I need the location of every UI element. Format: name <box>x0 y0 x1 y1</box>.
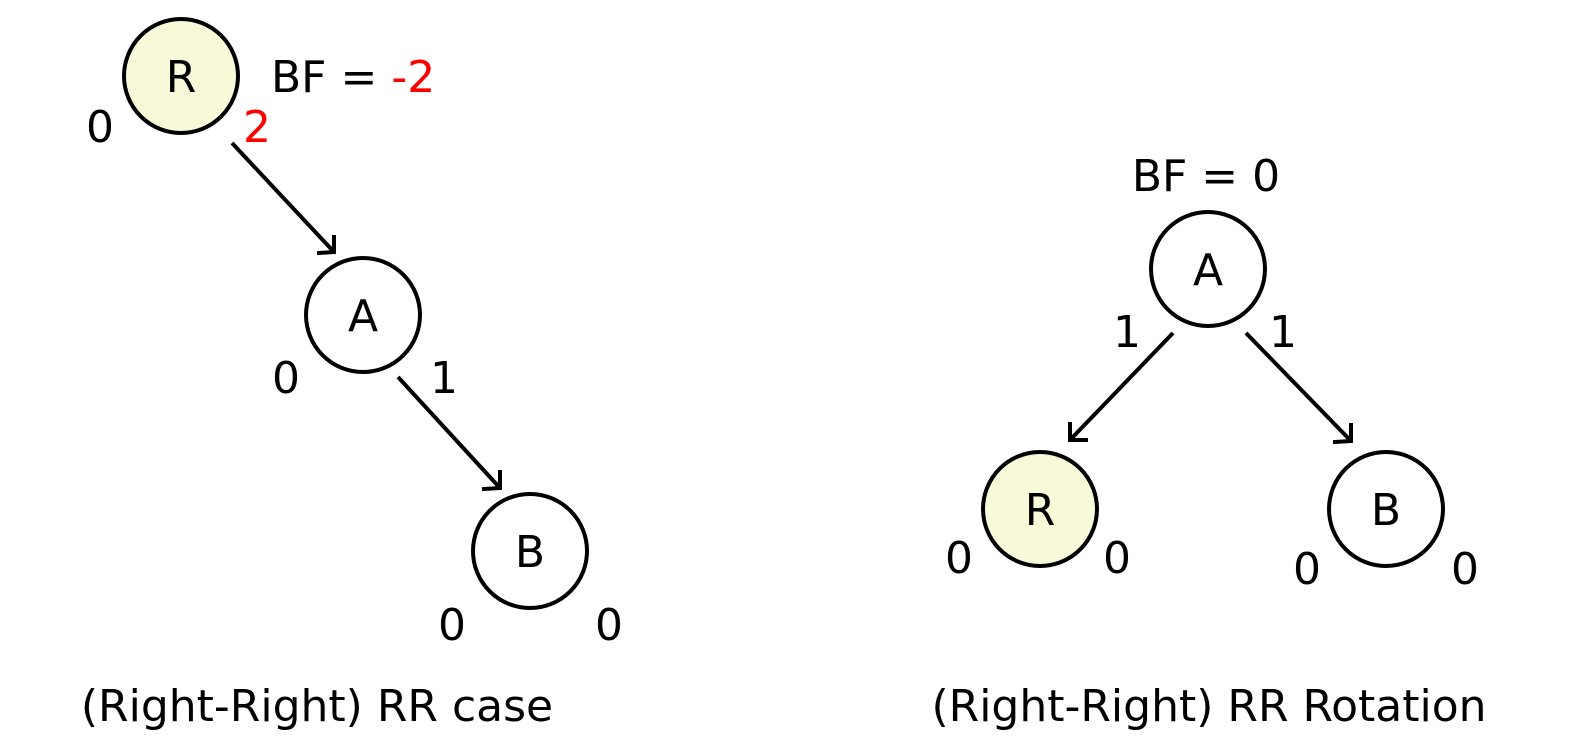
node-r-child-label: R <box>1025 485 1056 536</box>
rr-rotation-diagram: BF = 0 A 1 1 R 0 0 B 0 0 (Right-Right) R… <box>931 151 1486 732</box>
rr-case-diagram: R 0 2 BF = -2 A 0 1 B 0 0 (Right-Right) … <box>81 17 623 732</box>
arrowhead-a-to-r <box>1068 422 1088 442</box>
bf-prefix: BF = <box>271 52 391 103</box>
arrowhead-a-to-b <box>481 470 502 492</box>
node-a-root-left-height: 1 <box>1113 307 1141 358</box>
node-r-child-left-height: 0 <box>945 533 973 584</box>
node-a <box>304 256 422 374</box>
arrowhead-r-to-a <box>316 235 336 256</box>
node-b-child-label: B <box>1371 485 1401 536</box>
edge-a-to-r <box>1068 331 1175 442</box>
node-a-root <box>1149 210 1267 328</box>
node-r-label: R <box>166 52 197 103</box>
node-r-child <box>981 450 1099 568</box>
node-b <box>471 492 589 610</box>
node-b-label: B <box>515 527 545 578</box>
edge-r-to-a <box>230 141 336 254</box>
bf-value: -2 <box>391 52 435 103</box>
node-r-child-right-height: 0 <box>1103 533 1131 584</box>
node-r <box>122 17 240 135</box>
node-b-left-height: 0 <box>438 600 466 651</box>
node-b-child <box>1327 450 1445 568</box>
caption-rr-case: (Right-Right) RR case <box>81 681 553 732</box>
node-b-right-height: 0 <box>595 600 623 651</box>
node-r-left-height: 0 <box>86 102 114 153</box>
node-a-root-label: A <box>1193 245 1223 296</box>
node-a-left-height: 0 <box>272 353 300 404</box>
node-b-child-right-height: 0 <box>1451 544 1479 595</box>
bf-label-left: BF = -2 <box>271 52 435 103</box>
node-a-right-height: 1 <box>430 353 458 404</box>
caption-rr-rotation: (Right-Right) RR Rotation <box>931 681 1486 732</box>
node-r-right-height: 2 <box>243 102 271 153</box>
bf-label-right: BF = 0 <box>1132 151 1280 202</box>
node-a-label: A <box>348 291 378 342</box>
edge-a-to-b-right <box>1244 331 1353 443</box>
arrowhead-a-to-b-right <box>1332 423 1353 445</box>
node-b-child-left-height: 0 <box>1293 544 1321 595</box>
node-a-root-right-height: 1 <box>1269 307 1297 358</box>
edge-a-to-b <box>396 375 502 490</box>
